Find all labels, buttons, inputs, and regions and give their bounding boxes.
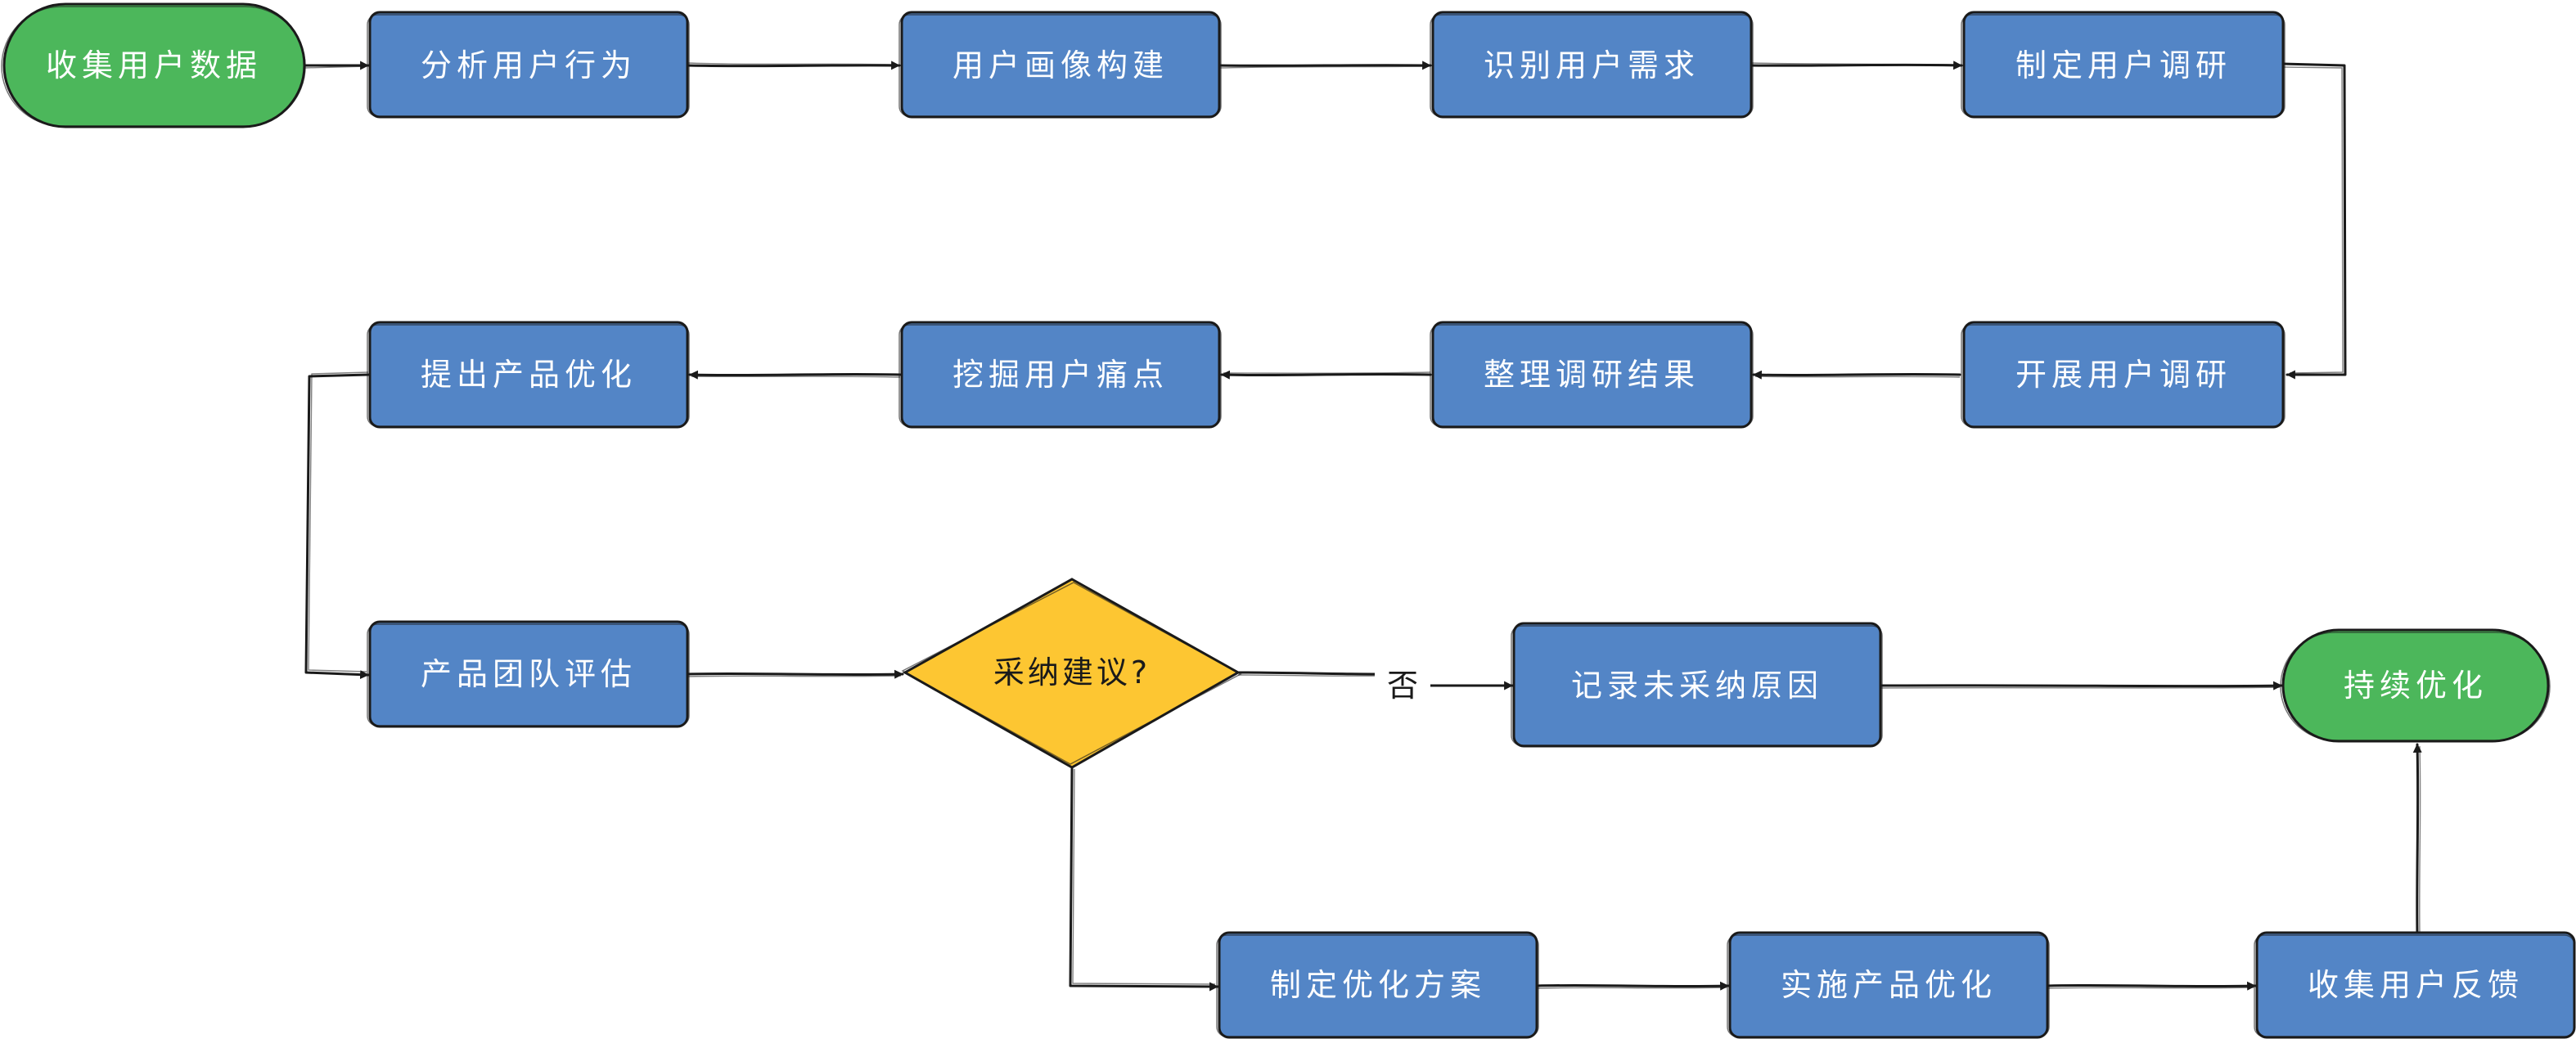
edge-team-to-decision <box>686 669 904 679</box>
svg-text:收集用户数据: 收集用户数据 <box>46 47 262 83</box>
edge-decision-to-record <box>1236 671 1380 676</box>
edge-plan-to-implement <box>1535 981 1730 991</box>
edges <box>303 61 2422 992</box>
edge-organize-to-mine <box>1220 370 1432 380</box>
node-continuous-optimization[interactable]: 持续优化 <box>2280 628 2551 743</box>
svg-text:制定优化方案: 制定优化方案 <box>1270 967 1486 1003</box>
svg-text:挖掘用户痛点: 挖掘用户痛点 <box>952 357 1169 393</box>
node-plan-research[interactable]: 制定用户调研 <box>1961 11 2286 119</box>
node-implement[interactable]: 实施产品优化 <box>1727 931 2050 1039</box>
node-team-evaluation[interactable]: 产品团队评估 <box>367 620 690 728</box>
edge-propose-to-team <box>304 373 370 680</box>
edge-mine-to-propose <box>688 370 902 380</box>
svg-text:产品团队评估: 产品团队评估 <box>421 656 637 692</box>
node-conduct-research[interactable]: 开展用户调研 <box>1961 321 2286 429</box>
edge-label-no: 否 <box>1387 668 1418 704</box>
edge-implement-to-feedback <box>2046 981 2257 991</box>
svg-text:识别用户需求: 识别用户需求 <box>1484 47 1700 83</box>
svg-text:实施产品优化: 实施产品优化 <box>1781 967 1997 1003</box>
node-propose-optimization[interactable]: 提出产品优化 <box>367 321 690 429</box>
edge-persona-to-needs <box>1218 61 1432 70</box>
node-adopt-decision[interactable]: 采纳建议? <box>901 578 1242 769</box>
edge-decision-to-plan <box>1069 767 1219 992</box>
svg-text:收集用户反馈: 收集用户反馈 <box>2308 967 2524 1003</box>
node-mine-pain-points[interactable]: 挖掘用户痛点 <box>898 321 1222 429</box>
node-identify-needs[interactable]: 识别用户需求 <box>1430 11 1754 119</box>
node-build-persona[interactable]: 用户画像构建 <box>898 11 1222 119</box>
edge-plan-to-conduct-research <box>2281 62 2347 380</box>
svg-text:分析用户行为: 分析用户行为 <box>421 47 637 83</box>
edge-feedback-to-continuous <box>2412 743 2422 934</box>
node-collect-feedback[interactable]: 收集用户反馈 <box>2254 931 2576 1039</box>
svg-text:用户画像构建: 用户画像构建 <box>952 47 1169 83</box>
node-organize-results[interactable]: 整理调研结果 <box>1430 321 1754 429</box>
svg-text:提出产品优化: 提出产品优化 <box>421 357 637 393</box>
svg-text:持续优化: 持续优化 <box>2344 668 2488 704</box>
svg-text:制定用户调研: 制定用户调研 <box>2015 47 2231 83</box>
node-record-reason[interactable]: 记录未采纳原因 <box>1511 622 1883 748</box>
edge-conduct-to-organize <box>1752 370 1961 380</box>
svg-text:开展用户调研: 开展用户调研 <box>2015 357 2231 393</box>
edge-analyze-to-persona <box>686 61 901 70</box>
svg-text:采纳建议?: 采纳建议? <box>993 654 1151 690</box>
node-analyze-behavior[interactable]: 分析用户行为 <box>367 11 690 119</box>
edge-label-background <box>1375 663 1430 708</box>
svg-text:整理调研结果: 整理调研结果 <box>1484 357 1700 393</box>
node-make-plan[interactable]: 制定优化方案 <box>1216 931 1539 1039</box>
svg-text:记录未采纳原因: 记录未采纳原因 <box>1571 668 1823 704</box>
node-collect-data[interactable]: 收集用户数据 <box>1 2 306 128</box>
